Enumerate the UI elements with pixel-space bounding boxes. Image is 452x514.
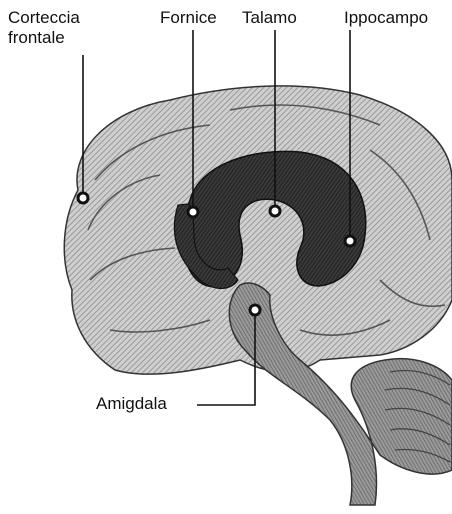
label-frontal-cortex: Corteccia frontale (8, 8, 80, 48)
hippocampus-marker (345, 236, 355, 246)
fornix-marker (188, 207, 198, 217)
label-fornix: Fornice (160, 8, 217, 28)
amygdala-marker (250, 305, 260, 315)
thalamus-marker (270, 206, 280, 216)
label-amygdala: Amigdala (96, 394, 167, 414)
label-thalamus: Talamo (242, 8, 297, 28)
cortex-marker (78, 193, 88, 203)
label-hippocampus: Ippocampo (344, 8, 428, 28)
label-frontal-cortex-line2: frontale (8, 28, 80, 48)
label-frontal-cortex-line1: Corteccia (8, 8, 80, 28)
